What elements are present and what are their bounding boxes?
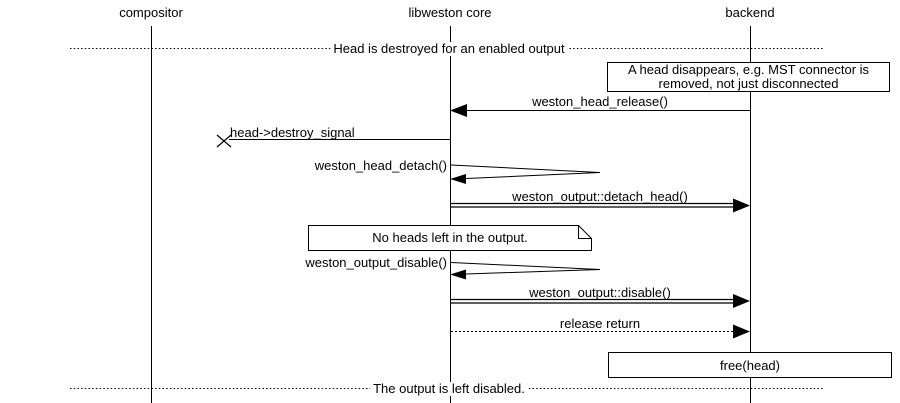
note-no-heads-box <box>308 225 592 251</box>
message-detach-head-arrowhead <box>733 198 750 213</box>
divider-bottom-label: The output is left disabled. <box>370 382 528 396</box>
participant-label-libweston-core: libweston core <box>408 5 492 20</box>
participant-label-backend: backend <box>725 5 775 20</box>
self-message-output-disable-label: weston_output_disable() <box>305 255 447 270</box>
message-disable-label: weston_output::disable() <box>529 285 671 300</box>
divider-top-label: Head is destroyed for an enabled output <box>330 42 568 56</box>
self-message-output-disable-arrowhead <box>450 269 466 280</box>
note-no-heads-label: No heads left in the output. <box>372 230 528 245</box>
action-box-free-head <box>608 352 892 378</box>
note-head-disappears-line1: A head disappears, e.g. MST connector is <box>627 62 870 77</box>
self-message-head-detach-loop <box>450 164 601 179</box>
message-disable-arrowhead <box>733 294 750 308</box>
note-no-heads-fold <box>578 225 592 239</box>
note-head-disappears-line2: removed, not just disconnected <box>658 76 839 91</box>
participant-label-compositor: compositor <box>119 5 183 20</box>
note-head-disappears-text: A head disappears, e.g. MST connector is… <box>608 63 889 91</box>
message-head-release-arrowhead <box>450 104 467 117</box>
message-release-return-label: release return <box>559 316 641 331</box>
message-release-return-arrowhead <box>733 324 750 339</box>
note-head-disappears-box <box>607 62 890 92</box>
message-head-release-label: weston_head_release() <box>532 94 668 109</box>
message-detach-head-label: weston_output::detach_head() <box>512 189 688 204</box>
self-message-output-disable-loop <box>450 262 601 275</box>
lost-message-x-mark <box>216 134 232 148</box>
self-message-head-detach-arrowhead <box>450 174 466 184</box>
action-box-free-head-label: free(head) <box>720 358 780 373</box>
lost-message-destroy-signal-label: head->destroy_signal <box>230 125 355 140</box>
self-message-head-detach-label: weston_head_detach() <box>314 158 447 173</box>
